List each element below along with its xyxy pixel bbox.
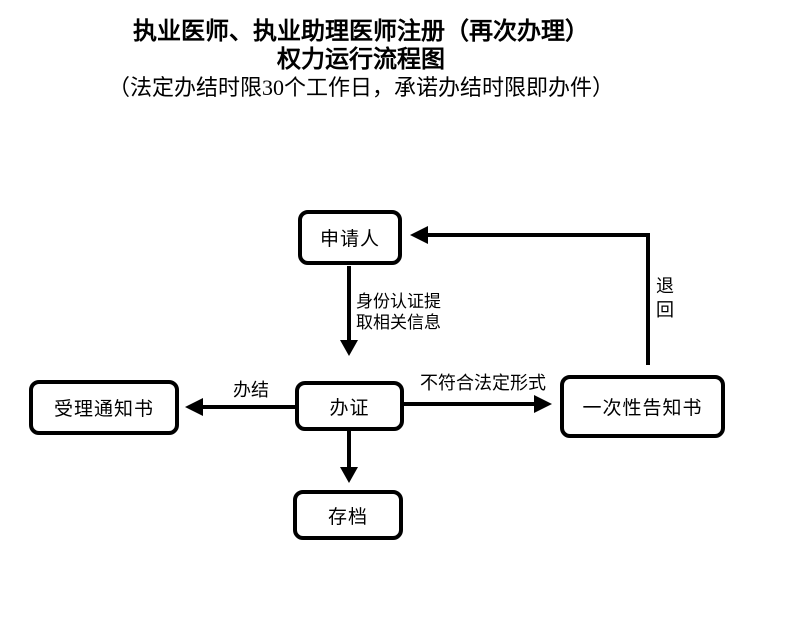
arrow-line-return-horizontal (426, 233, 650, 237)
edge-label-return: 退回 (654, 276, 674, 324)
arrowhead-left-icon (185, 398, 203, 416)
page-title-line2: 权力运行流程图 (277, 47, 445, 73)
node-archive: 存档 (293, 490, 403, 540)
arrow-line-process-to-onetime (404, 402, 536, 406)
arrow-line-process-to-acceptance (202, 405, 295, 409)
node-process: 办证 (295, 381, 404, 431)
arrowhead-right-icon (534, 395, 552, 413)
node-acceptance-notice: 受理通知书 (29, 380, 179, 435)
arrow-line-return-vertical (646, 233, 650, 365)
edge-label-not-conforming: 不符合法定形式 (420, 373, 546, 393)
page-title-line1: 执业医师、执业助理医师注册（再次办理） (133, 19, 589, 45)
arrow-line-process-to-archive (347, 431, 351, 467)
title-block: 执业医师、执业助理医师注册（再次办理） 权力运行流程图 （法定办结时限30个工作… (0, 18, 722, 102)
arrowhead-down-icon (340, 467, 358, 483)
arrowhead-down-icon (340, 340, 358, 356)
node-one-time-notice: 一次性告知书 (560, 375, 725, 438)
edge-label-complete: 办结 (233, 380, 269, 400)
arrowhead-left-icon (410, 226, 428, 244)
arrow-line-applicant-to-process (347, 266, 351, 340)
node-applicant: 申请人 (298, 210, 402, 265)
page-title-note: （法定办结时限30个工作日，承诺办结时限即办件） (107, 75, 614, 100)
edge-label-identity-auth: 身份认证提取相关信息 (356, 292, 441, 332)
